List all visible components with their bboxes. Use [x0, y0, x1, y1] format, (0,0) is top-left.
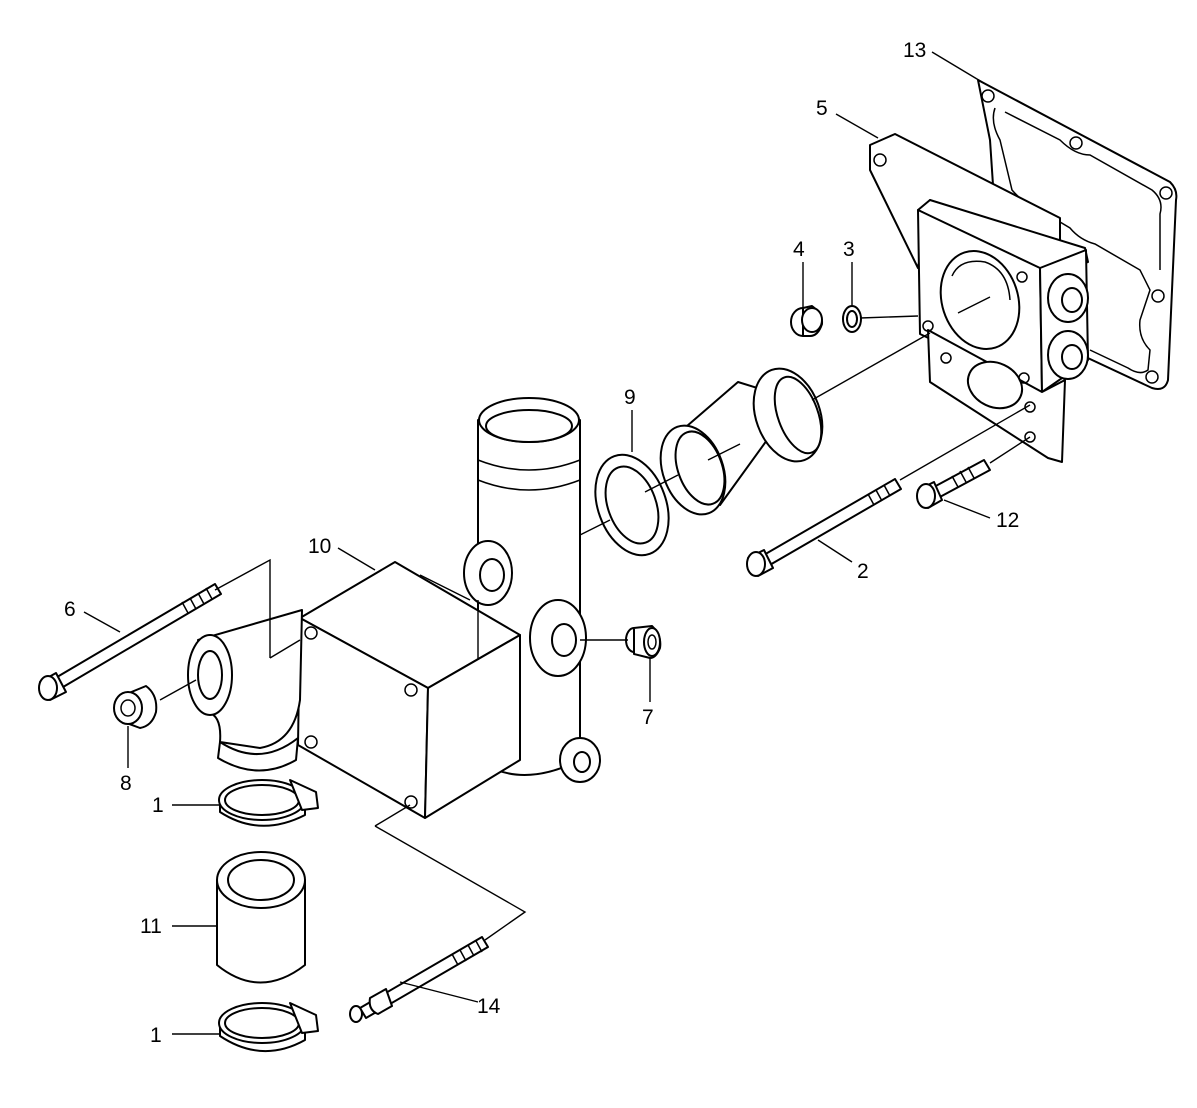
callout-leaders — [83, 51, 991, 1035]
callout-1-upper: 1 — [152, 794, 164, 817]
hose-part-11 — [216, 851, 306, 984]
callout-12: 12 — [996, 509, 1019, 532]
hose-clamp-part-1-lower — [218, 1002, 319, 1052]
assembly-center-lines — [159, 296, 1031, 941]
callout-14: 14 — [477, 995, 501, 1018]
plug-part-7 — [625, 625, 662, 659]
callout-3: 3 — [843, 238, 855, 261]
callout-4: 4 — [793, 238, 805, 261]
hose-clamp-part-1-upper — [218, 779, 319, 827]
callout-5: 5 — [816, 97, 828, 120]
bolt-part-12 — [916, 459, 991, 509]
callout-2: 2 — [857, 560, 869, 583]
manifold-part-10 — [187, 397, 601, 819]
bolt-part-6 — [38, 583, 222, 701]
plug-part-4 — [790, 305, 824, 337]
stud-part-14 — [349, 936, 489, 1023]
callout-7: 7 — [642, 706, 654, 729]
thermostat-housing-part-5 — [869, 133, 1089, 463]
o-ring-part-9 — [594, 453, 670, 557]
callout-1-lower: 1 — [150, 1024, 162, 1047]
callout-10: 10 — [308, 535, 331, 558]
callout-8: 8 — [120, 772, 132, 795]
callout-11: 11 — [140, 915, 162, 938]
bolt-part-2 — [746, 478, 902, 577]
plug-part-8 — [113, 685, 158, 729]
callout-6: 6 — [64, 598, 76, 621]
seal-ring-part-3 — [842, 305, 862, 333]
thermostat-insert — [659, 367, 824, 516]
callout-9: 9 — [624, 386, 636, 409]
callout-numbers: 13 5 4 3 9 10 6 7 8 1 11 1 14 2 12 — [64, 39, 1019, 1047]
callout-13: 13 — [903, 39, 926, 62]
